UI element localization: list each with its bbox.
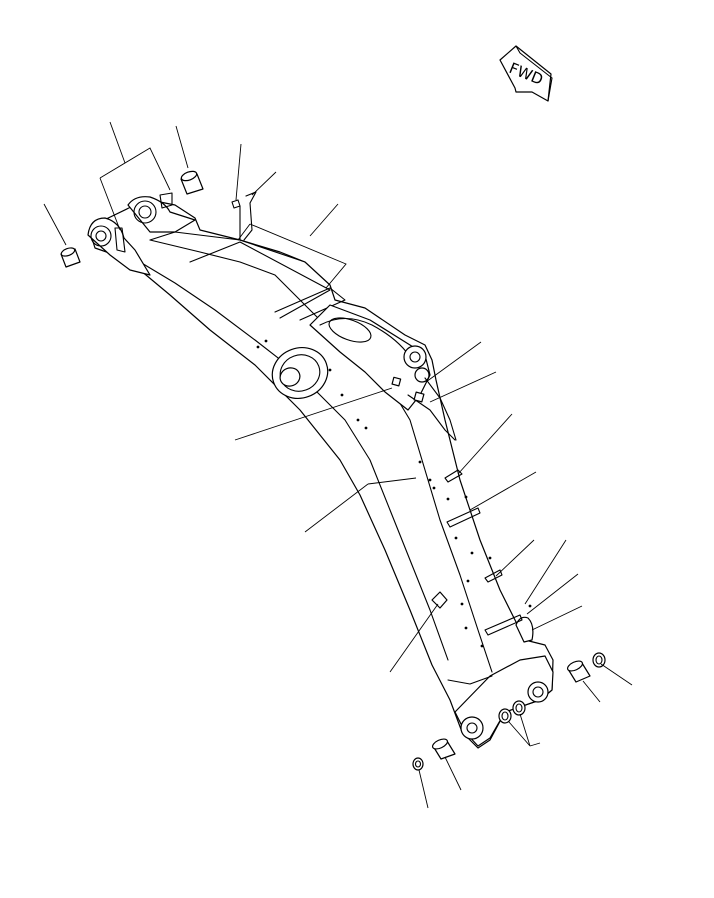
shim-bottom	[412, 757, 424, 771]
shim-lower-pair-2	[512, 700, 526, 716]
bushing-top-center	[180, 170, 204, 195]
leader-lines	[43, 121, 633, 809]
bushing-top-left	[60, 247, 81, 268]
boom-body	[87, 192, 554, 749]
bushing-lower-right	[566, 660, 591, 683]
shim-lower-right	[592, 652, 606, 668]
clip-top	[243, 191, 257, 241]
boom-surface-dots	[256, 339, 532, 648]
bolt-top	[231, 199, 241, 241]
loose-parts	[60, 170, 606, 771]
bushing-bottom	[431, 738, 456, 760]
shim-lower-pair-1	[498, 708, 512, 724]
fwd-arrow-icon: FWD	[499, 45, 553, 102]
